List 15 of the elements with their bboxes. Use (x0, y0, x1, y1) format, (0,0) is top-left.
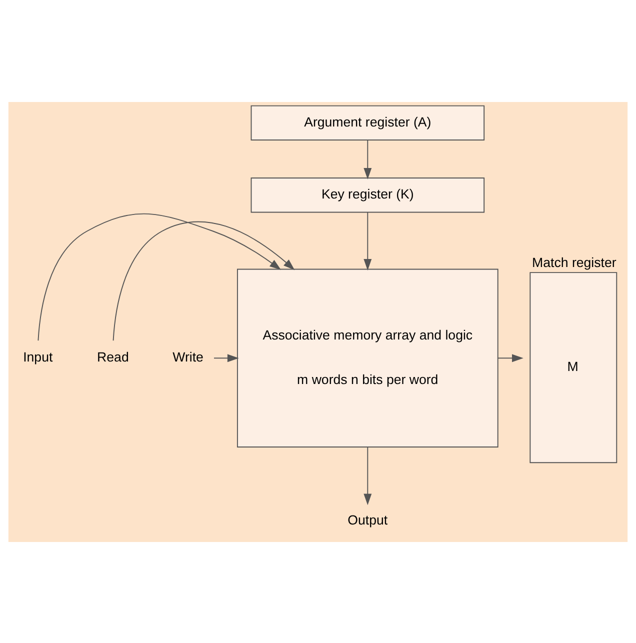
arrow (364, 446, 372, 505)
arrow (497, 354, 524, 362)
arrow (38, 212, 282, 341)
node-text: Write (172, 349, 204, 364)
arrow (112, 220, 295, 341)
node-label: Match register (532, 254, 616, 270)
arrow (214, 354, 239, 362)
node-box: Key register (K) (250, 177, 485, 212)
node-box: Associative memory array and logic m words n bits per word (236, 268, 498, 447)
node-box: Argument register (A) (250, 104, 485, 140)
node-text: Read (97, 349, 129, 364)
arrow (364, 211, 372, 270)
node-text: Input (23, 349, 53, 364)
node-text: Output (348, 512, 388, 528)
arrow (364, 139, 372, 179)
